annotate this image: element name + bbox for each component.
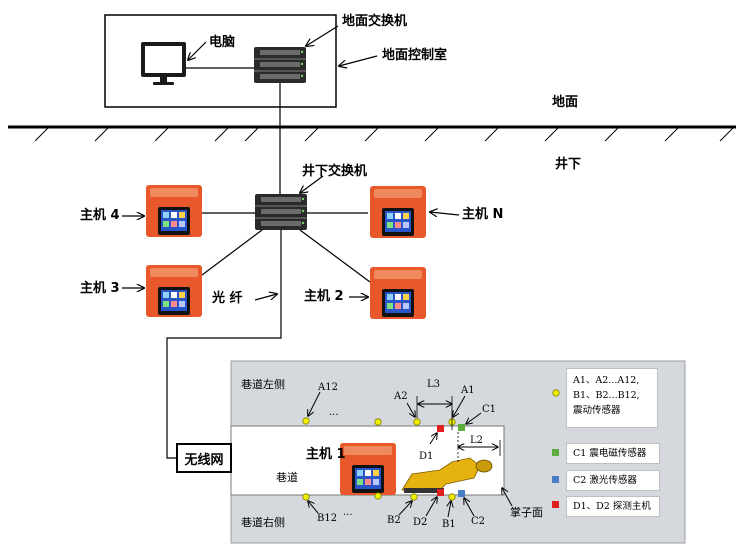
sensor-c2-label: C2 <box>471 516 486 527</box>
host4-device <box>146 185 202 237</box>
legend-probe-symbol <box>552 501 559 508</box>
surface-switch-icon <box>254 47 306 83</box>
b1-pointer <box>448 501 451 518</box>
em-sensor-c1 <box>458 424 465 431</box>
legend-em-text: C1 震电磁传感器 <box>573 448 647 459</box>
roadway-label: 巷道 <box>276 471 298 484</box>
sensor-c1-label: C1 <box>482 404 497 415</box>
l3-label: L3 <box>427 379 441 390</box>
legend-vibration-line1: A1、A2...A12, <box>573 375 640 386</box>
legend-vibration-line2: B1、B2...B12, <box>573 390 640 401</box>
fiber-label-arrow <box>254 294 277 301</box>
b2-pointer <box>398 501 412 516</box>
sensor-d1-label: D1 <box>419 451 434 462</box>
a12-pointer <box>308 391 321 416</box>
fiber-cable <box>166 230 282 459</box>
underground-switch-label: 井下交换机 <box>302 164 368 179</box>
host3-device <box>146 265 202 317</box>
underground-switch-icon <box>255 194 307 230</box>
ground-hatching <box>34 127 734 142</box>
d1-pointer <box>429 433 437 445</box>
legend-probe-text: D1、D2 探测主机 <box>573 501 651 512</box>
a1-pointer <box>453 395 466 417</box>
l2-label: L2 <box>470 435 484 446</box>
sensor-a1-label: A1 <box>461 385 475 396</box>
sensor-dots-bottom: ... <box>343 507 353 518</box>
control-room-label-arrow <box>339 55 378 66</box>
sensor-dots-top: ... <box>329 407 339 418</box>
probe-host-d1 <box>437 425 444 432</box>
link-host3 <box>201 229 263 276</box>
legend-laser-symbol <box>552 476 559 483</box>
hostN-label: 主机 N <box>462 207 504 222</box>
host1-device <box>340 443 396 495</box>
roadway-left-label: 巷道左侧 <box>241 378 285 391</box>
computer-label: 电脑 <box>209 35 236 50</box>
legend-vibration-symbol <box>552 389 560 397</box>
d2-pointer <box>425 497 437 517</box>
legend-laser-text: C2 激光传感器 <box>573 475 637 486</box>
host2-label: 主机 2 <box>304 289 344 304</box>
roadway-right-label: 巷道右侧 <box>241 516 285 529</box>
roadheader-machine-icon <box>401 457 493 493</box>
sensor-b12-label: B12 <box>317 513 338 524</box>
a2-pointer <box>406 402 415 417</box>
surface-switch-label-arrow <box>306 25 339 46</box>
host3-label: 主机 3 <box>80 281 120 296</box>
c1-pointer <box>466 412 482 424</box>
face-label: 掌子面 <box>510 506 543 519</box>
hostN-label-arrow <box>430 212 460 215</box>
legend-laser: C2 激光传感器 <box>566 470 660 491</box>
vibration-sensors-bottom <box>302 492 456 501</box>
underground-switch-label-arrow <box>300 175 324 193</box>
legend-em-symbol <box>552 449 559 456</box>
sensor-a2-label: A2 <box>394 391 408 402</box>
ground-label: 地面 <box>552 95 579 110</box>
sensor-d2-label: D2 <box>413 517 428 528</box>
surface-control-room-label: 地面控制室 <box>382 48 448 63</box>
sensor-b2-label: B2 <box>387 515 401 526</box>
laser-sensor-c2 <box>458 490 465 497</box>
face-pointer <box>502 488 513 507</box>
surface-switch-label: 地面交换机 <box>342 14 408 29</box>
host2-device <box>370 267 426 319</box>
wireless-label: 无线网 <box>184 452 224 468</box>
computer-icon <box>141 42 186 85</box>
c2-pointer <box>464 498 475 517</box>
hostN-device <box>370 186 426 238</box>
sensor-b1-label: B1 <box>442 519 456 530</box>
legend-probe: D1、D2 探测主机 <box>566 496 660 517</box>
underground-label: 井下 <box>555 157 582 172</box>
host1-label: 主机 1 <box>306 447 346 462</box>
sensor-a12-label: A12 <box>318 382 338 393</box>
computer-label-arrow <box>188 41 207 60</box>
legend-vibration: A1、A2...A12, B1、B2...B12, 震动传感器 <box>566 368 658 428</box>
legend-vibration-line3: 震动传感器 <box>573 405 621 416</box>
link-host2 <box>299 229 371 283</box>
b12-pointer <box>308 501 319 514</box>
probe-host-d2 <box>437 489 444 496</box>
host4-label: 主机 4 <box>80 208 120 223</box>
vibration-sensors-top <box>302 417 456 426</box>
fiber-label: 光 纤 <box>212 291 243 306</box>
wireless-network-box: 无线网 <box>176 443 232 473</box>
legend-em: C1 震电磁传感器 <box>566 443 660 464</box>
